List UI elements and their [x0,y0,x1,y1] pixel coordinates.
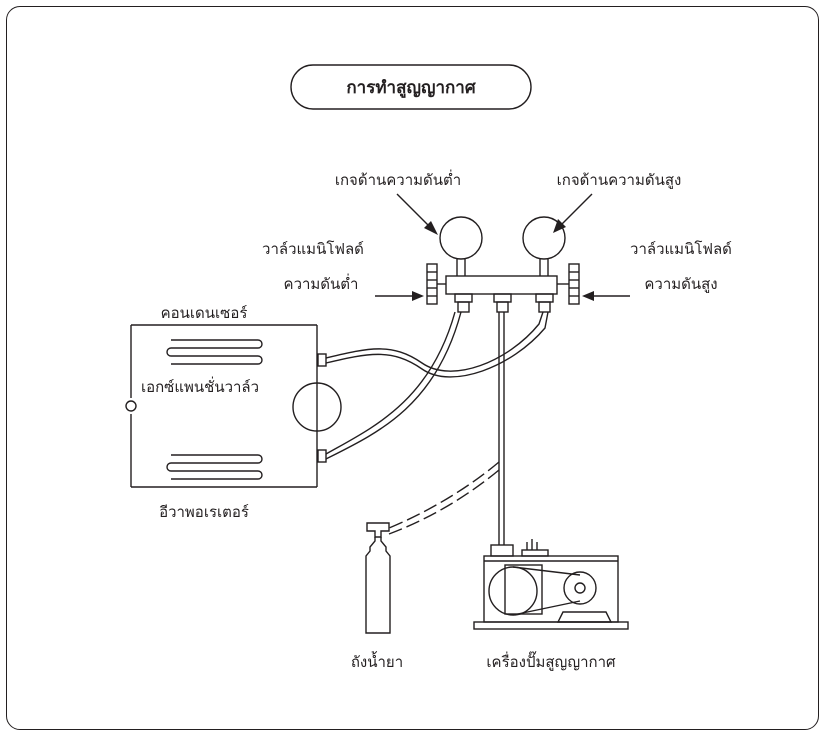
high-valve-label-line2: ความดันสูง [644,275,717,293]
high-valve-knob [557,263,580,305]
low-side-port [317,449,327,463]
expansion-valve-label: เอกซ์แพนชั่นวาล์ว [141,376,259,396]
center-hose [498,312,505,545]
low-gauge-arrow [396,193,438,235]
high-gauge-arrow [553,193,593,233]
high-valve-label-line1: วาล์วแมนิโฟลด์ [630,240,732,258]
condenser-label: คอนเดนเซอร์ [161,304,248,322]
low-pressure-gauge [439,216,483,260]
diagram-frame [6,6,819,730]
expansion-valve-symbol [125,400,137,412]
condenser-coil [166,339,263,365]
high-valve-arrow [582,291,630,301]
refrigeration-circuit [130,324,318,488]
diagram-title: การทำสูญญากาศ [346,78,476,99]
evaporator-coil [166,454,263,480]
low-side-hose [325,311,462,460]
low-gauge-label: เกจด้านความดันต่ำ [335,169,461,189]
high-gauge-label: เกจด้านความดันสูง [557,171,682,189]
low-valve-label-line1: วาล์วแมนิโฟลด์ [262,240,364,258]
low-valve-label-line2: ความดันต่ำ [284,273,359,293]
high-side-hose [325,311,549,378]
high-side-port [317,353,327,367]
evaporator-label: อีวาพอเรเตอร์ [159,503,249,521]
low-valve-arrow [375,291,424,301]
tank-hose-dashed [388,461,500,535]
title-box [290,64,532,110]
manifold-body [445,275,558,295]
refrigerant-tank [365,522,391,634]
vacuum-pump [473,539,629,630]
refrigerant-tank-label: ถังน้ำยา [351,651,403,671]
high-pressure-gauge [522,216,566,260]
low-valve-knob [426,263,446,305]
vacuum-pump-label: เครื่องปั๊มสูญญากาศ [486,651,616,671]
compressor [292,382,342,432]
